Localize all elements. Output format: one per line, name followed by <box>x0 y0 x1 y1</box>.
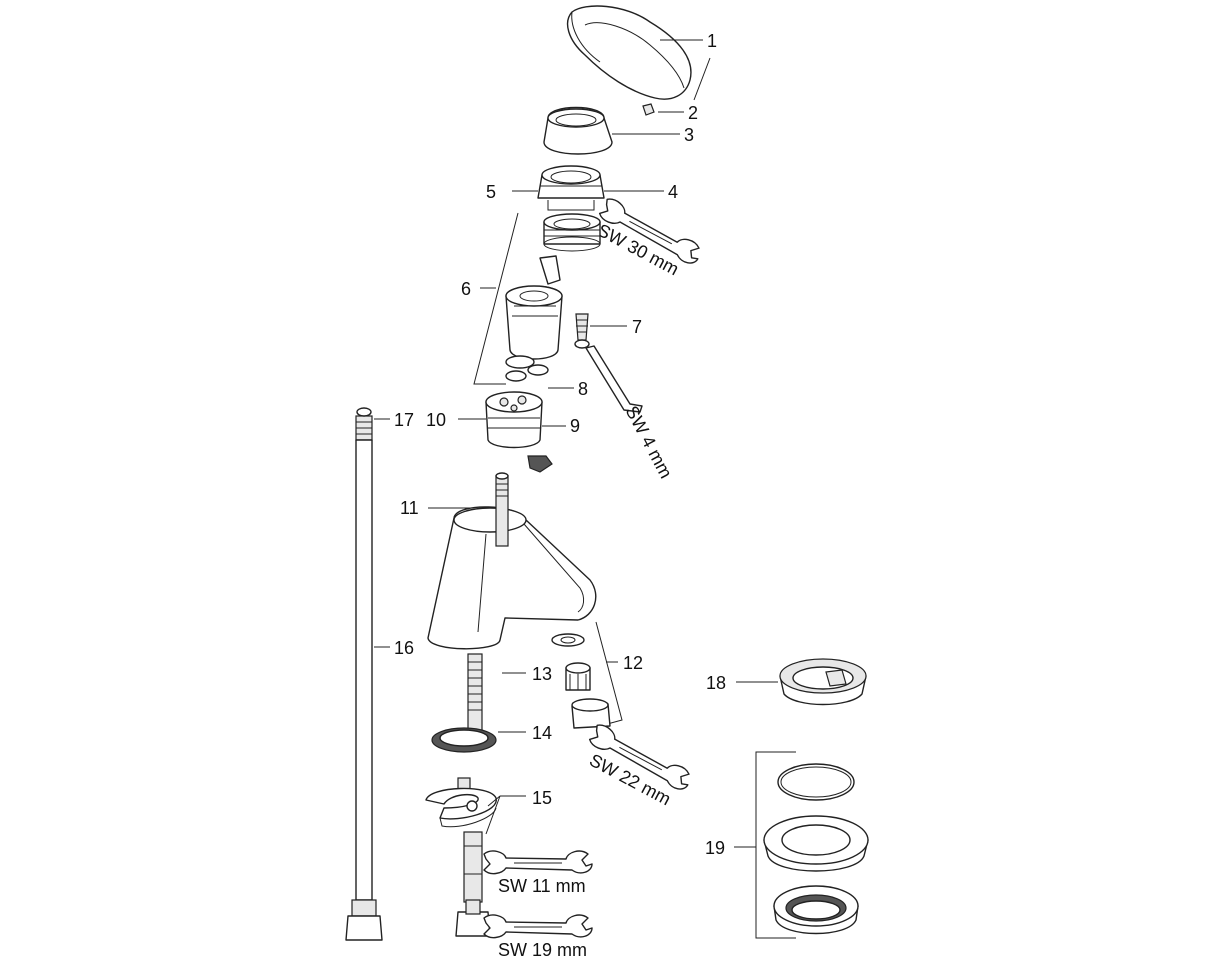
callout-4: 4 <box>668 182 678 202</box>
part-19-flange-ring[interactable] <box>763 815 869 872</box>
fixing-stud[interactable] <box>455 831 491 937</box>
wrench-sw22-icon <box>588 724 690 790</box>
callout-11: 11 <box>400 498 419 518</box>
callout-14: 14 <box>532 723 552 743</box>
wrench-sw11-icon <box>483 850 593 875</box>
callout-19: 19 <box>705 838 725 858</box>
clip-part[interactable] <box>527 455 553 473</box>
callout-18: 18 <box>706 673 726 693</box>
part-11-tap-body[interactable] <box>427 506 597 650</box>
part-3-cover-ring[interactable] <box>543 106 613 155</box>
callout-5: 5 <box>486 182 496 202</box>
tool-label-sw19: SW 19 mm <box>498 940 587 960</box>
callout-2: 2 <box>688 103 698 123</box>
callout-9: 9 <box>570 416 580 436</box>
part-12-washer[interactable] <box>551 633 585 647</box>
callout-6: 6 <box>461 279 471 299</box>
tool-label-sw11: SW 11 mm <box>498 876 586 896</box>
wrench-sw19-icon <box>483 914 593 939</box>
callout-13: 13 <box>532 664 552 684</box>
callout-17: 17 <box>394 410 414 430</box>
part-6-cartridge-thread-ring[interactable] <box>543 213 601 252</box>
part-18-drain-cap[interactable] <box>779 658 867 706</box>
wrench-sw30-icon <box>598 198 700 264</box>
callout-12: 12 <box>623 653 643 673</box>
callout-10: 10 <box>426 410 446 430</box>
part-6-cartridge[interactable] <box>505 255 563 360</box>
part-19-drain-body[interactable] <box>773 885 859 935</box>
part-1-lever-handle[interactable] <box>566 5 692 100</box>
hex-key-sw4-icon <box>585 345 643 413</box>
part-4-5-threaded-nut[interactable] <box>537 165 605 211</box>
callout-8: 8 <box>578 379 588 399</box>
part-7-screw[interactable] <box>574 313 590 349</box>
part-2-grub-screw[interactable] <box>642 103 655 116</box>
part-9-10-base-block[interactable] <box>485 391 543 449</box>
part-14-base-gasket[interactable] <box>431 727 497 753</box>
part-13-aerator-insert[interactable] <box>565 662 591 691</box>
callout-7: 7 <box>632 317 642 337</box>
part-15-horseshoe-washer[interactable] <box>425 777 497 828</box>
callout-15: 15 <box>532 788 552 808</box>
part-16-flexible-hose[interactable] <box>345 407 383 941</box>
callout-16: 16 <box>394 638 414 658</box>
part-11-connector-rod[interactable] <box>495 472 509 547</box>
callout-3: 3 <box>684 125 694 145</box>
part-12-aerator-housing[interactable] <box>571 698 611 729</box>
tool-label-sw4: SW 4 mm <box>621 402 676 481</box>
part-8-seals[interactable] <box>505 355 549 382</box>
callout-1: 1 <box>707 31 717 51</box>
part-19-o-ring[interactable] <box>777 763 855 801</box>
